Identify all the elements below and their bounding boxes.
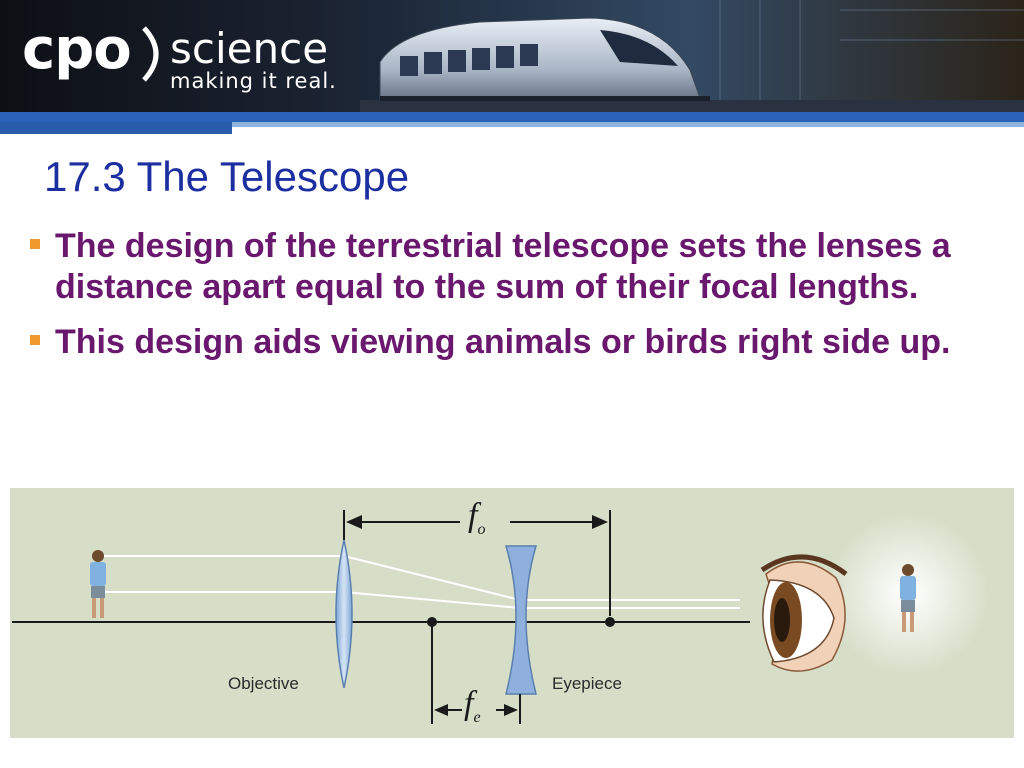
convex-lens: [335, 539, 353, 689]
logo-tagline: making it real.: [170, 69, 337, 93]
train-image: [360, 0, 1024, 112]
logo-cpo-text: cpo: [22, 17, 132, 82]
logo-science-text: science: [170, 24, 329, 73]
header-stripe: [0, 112, 1024, 122]
fe-symbol: fe: [464, 685, 481, 726]
diagram-drawing: [12, 510, 988, 724]
bullet-list: The design of the terrestrial telescope …: [30, 226, 990, 377]
bullet-square-icon: [30, 239, 40, 249]
logo-arc-icon: [142, 26, 159, 82]
cpo-science-logo: cpo science making it real.: [22, 18, 352, 98]
fo-symbol: fo: [468, 497, 486, 538]
header-stripe-light: [232, 122, 1024, 127]
concave-lens: [504, 545, 538, 695]
bullet-text: The design of the terrestrial telescope …: [55, 227, 951, 306]
person-figure-right: [900, 564, 916, 632]
header-stripe-accent: [0, 122, 232, 134]
person-figure-left: [90, 550, 106, 618]
telescope-diagram: Objective Eyepiece fo fe: [10, 488, 1014, 738]
bullet-square-icon: [30, 335, 40, 345]
header-banner: cpo science making it real.: [0, 0, 1024, 112]
eyepiece-label: Eyepiece: [552, 674, 622, 693]
eye-image: [760, 554, 848, 672]
objective-label: Objective: [228, 674, 299, 693]
bullet-item: The design of the terrestrial telescope …: [30, 226, 990, 308]
bullet-text: This design aids viewing animals or bird…: [55, 323, 951, 361]
slide-title: 17.3 The Telescope: [44, 153, 410, 200]
bullet-item: This design aids viewing animals or bird…: [30, 322, 990, 363]
